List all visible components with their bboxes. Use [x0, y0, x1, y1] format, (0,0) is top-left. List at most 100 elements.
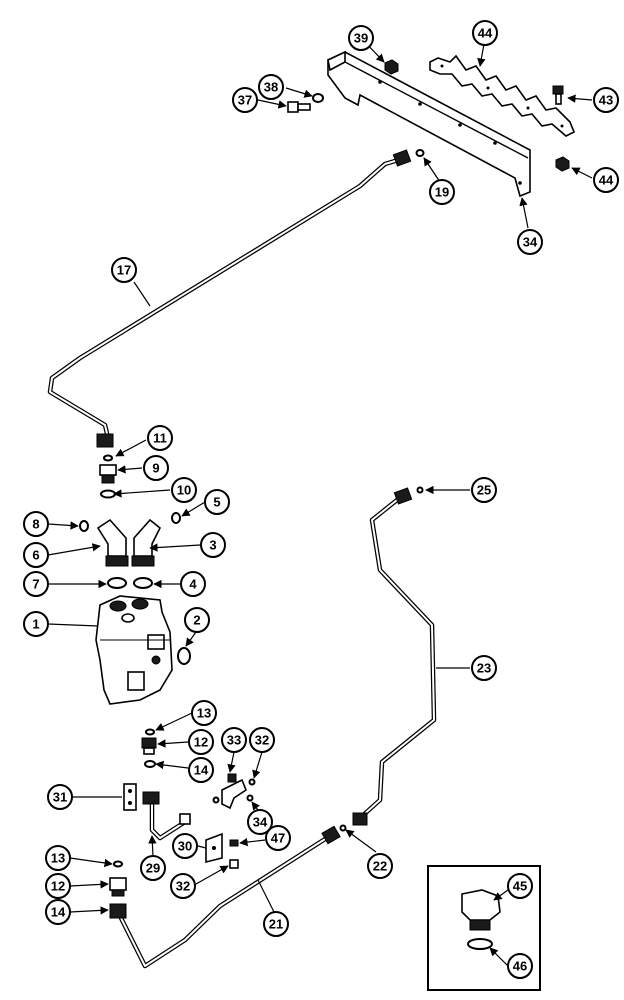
svg-text:5: 5	[213, 495, 220, 510]
svg-text:25: 25	[477, 483, 491, 498]
clip-30	[205, 832, 223, 864]
callout-23: 23	[471, 655, 497, 681]
callout-14-lower: 14	[45, 899, 71, 925]
svg-text:31: 31	[53, 790, 67, 805]
svg-text:34: 34	[253, 815, 268, 830]
svg-text:37: 37	[238, 93, 252, 108]
svg-text:33: 33	[227, 733, 241, 748]
tube-23	[352, 487, 437, 826]
o-ring-22	[339, 824, 347, 832]
callout-34-lower: 34	[247, 809, 273, 835]
callout-3: 3	[200, 532, 226, 558]
callout-7: 7	[23, 571, 49, 597]
o-ring-19	[415, 149, 425, 157]
o-ring-7	[107, 577, 127, 589]
callout-29: 29	[140, 855, 166, 881]
adapter-12-lower	[109, 877, 127, 897]
plate-31	[123, 783, 137, 811]
svg-text:29: 29	[146, 861, 160, 876]
callout-37: 34	[517, 229, 543, 255]
callout-4: 4	[180, 571, 206, 597]
callout-22: 22	[367, 853, 393, 879]
svg-text:45: 45	[513, 879, 527, 894]
svg-text:23: 23	[477, 661, 491, 676]
o-ring-14-upper	[144, 760, 156, 768]
elbow-fitting-3	[131, 518, 162, 567]
svg-text:47: 47	[271, 831, 285, 846]
svg-text:32: 32	[255, 733, 269, 748]
callout-31: 31	[47, 784, 73, 810]
callout-25: 25	[471, 477, 497, 503]
bolt-32	[229, 859, 239, 869]
svg-text:43: 43	[599, 93, 613, 108]
callout-21: 21	[263, 911, 289, 937]
svg-text:10: 10	[177, 483, 191, 498]
svg-text:44: 44	[599, 173, 614, 188]
callout-2: 2	[184, 607, 210, 633]
svg-text:7: 7	[32, 577, 39, 592]
o-ring-33	[248, 778, 256, 786]
callout-14-upper: 14	[188, 757, 214, 783]
callout-12-upper: 12	[188, 729, 214, 755]
o-ring-34-left	[212, 796, 220, 804]
bolt-38	[287, 101, 311, 113]
svg-text:30: 30	[178, 839, 192, 854]
svg-text:1: 1	[32, 617, 39, 632]
callout-45: 45	[507, 873, 533, 899]
callout-32: 32	[170, 873, 196, 899]
o-ring-4	[133, 577, 153, 589]
svg-text:12: 12	[194, 735, 208, 750]
callout-1: 1	[23, 611, 49, 637]
callout-12-lower: 12	[45, 873, 71, 899]
mounting-bracket	[327, 50, 531, 198]
svg-text:13: 13	[51, 851, 65, 866]
svg-text:44: 44	[478, 26, 493, 41]
callout-8: 8	[23, 511, 49, 537]
callout-39: 38	[258, 74, 284, 100]
svg-text:32: 32	[176, 879, 190, 894]
o-ring-13-upper	[145, 728, 155, 736]
callout-13-lower: 13	[45, 845, 71, 871]
callout-43: 44	[593, 167, 619, 193]
bolt-42	[552, 85, 564, 105]
callout-30: 30	[172, 833, 198, 859]
tube-29	[142, 791, 191, 841]
callout-5: 5	[204, 489, 230, 515]
tee-fitting	[221, 773, 247, 810]
callout-44: 44	[472, 20, 498, 46]
callout-11: 11	[147, 425, 173, 451]
callout-13-upper: 13	[191, 700, 217, 726]
o-ring-5	[171, 512, 181, 524]
callout-46: 46	[507, 953, 533, 979]
callout-33: 32	[249, 727, 275, 753]
o-ring-34-right	[246, 794, 254, 802]
o-ring-25	[416, 486, 424, 494]
callout-34-upper: 33	[221, 727, 247, 753]
callout-9: 9	[143, 455, 169, 481]
o-ring-8	[79, 520, 89, 532]
svg-text:4: 4	[189, 577, 197, 592]
tube-17	[47, 149, 412, 448]
svg-text:11: 11	[153, 431, 167, 446]
svg-text:38: 38	[264, 80, 278, 95]
callout-6: 6	[23, 542, 49, 568]
adapter-9	[99, 464, 117, 484]
svg-text:12: 12	[51, 879, 65, 894]
elbow-fitting-6	[96, 518, 129, 567]
svg-text:6: 6	[32, 548, 39, 563]
callout-42: 43	[593, 87, 619, 113]
svg-text:17: 17	[117, 263, 131, 278]
bolt-47	[229, 839, 239, 847]
o-ring-13-lower	[113, 860, 123, 868]
svg-text:46: 46	[513, 959, 527, 974]
callout-19: 19	[429, 179, 455, 205]
svg-text:13: 13	[197, 706, 211, 721]
adapter-12-upper	[141, 737, 157, 755]
valve-body	[95, 595, 173, 705]
washer-39	[312, 93, 324, 103]
svg-text:8: 8	[32, 517, 39, 532]
callout-17: 17	[111, 257, 137, 283]
svg-text:14: 14	[194, 763, 209, 778]
svg-text:9: 9	[152, 461, 159, 476]
